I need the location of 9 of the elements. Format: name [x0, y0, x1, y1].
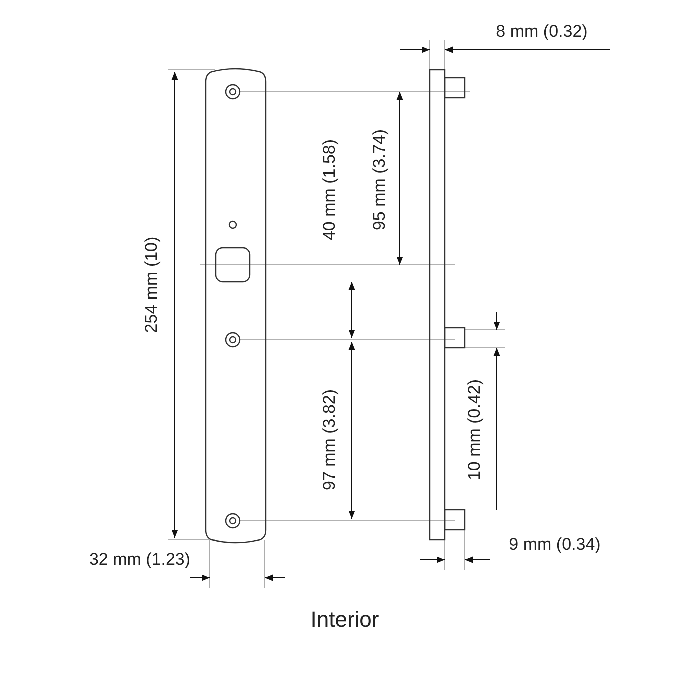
dimension-label: 32 mm (1.23) — [89, 550, 191, 570]
dimension-label: 254 mm (10) — [142, 236, 162, 334]
caption: Interior — [310, 607, 380, 633]
dimension-label: 9 mm (0.34) — [509, 535, 601, 555]
dimension-label: 97 mm (3.82) — [320, 389, 340, 491]
dimension-label: 10 mm (0.42) — [465, 379, 485, 481]
dimension-label: 40 mm (1.58) — [320, 139, 340, 241]
dimension-label: 95 mm (3.74) — [370, 129, 390, 231]
dimension-label: 8 mm (0.32) — [496, 22, 588, 42]
